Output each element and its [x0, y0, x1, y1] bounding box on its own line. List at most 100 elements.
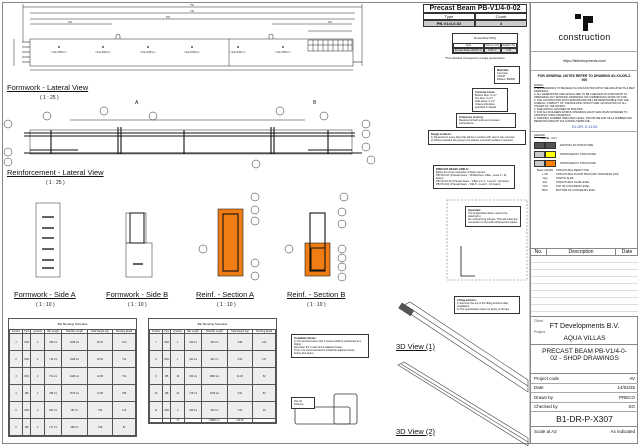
- legend-desc: BOTTOM OF CONCRETE LEVEL: [556, 189, 596, 192]
- legend-swatch-plan: [534, 142, 545, 149]
- info-label: Checked by: [534, 404, 558, 410]
- legend-header: PHONE - CUT: [540, 137, 557, 140]
- bbs-cell: 12.68: [86, 367, 114, 385]
- legend-swatch-cut: [545, 142, 556, 149]
- note-line: Rebars: B500B: [497, 78, 515, 81]
- bbs-cell: 2: [30, 367, 45, 385]
- 3d-view-2-title: 3D View (2): [396, 427, 436, 436]
- bbs-header-cell: Total Weight (kg): [86, 329, 114, 334]
- note-line: Concrete: C30/37: [497, 72, 509, 78]
- bbs-cell: 714: [112, 350, 136, 368]
- bbs-title: Bar Bending Schedule: [197, 322, 228, 326]
- dim-inner: 730: [190, 10, 195, 13]
- bbs-cell: 2: [30, 350, 45, 368]
- bbs-cell: 4: [30, 333, 45, 351]
- section-a-scale: ( 1 : 10 ): [217, 302, 236, 308]
- bbs-cell: Ø12: [161, 350, 172, 368]
- bbs-cell: 341 cm: [183, 350, 203, 368]
- general-notes-ref: FOR GENERAL NOTES REFER TO DRAWING AV-XX…: [537, 74, 632, 82]
- side-b-title: Formwork - Side B: [106, 290, 169, 299]
- note-line: Unless otherwise specified in details: [475, 103, 497, 109]
- boq-cell: Precast Beam 20x80 cm: [453, 48, 484, 53]
- beam-reinforcement: [3, 106, 376, 169]
- beam-count: 4: [475, 20, 527, 27]
- beam-formwork: [29, 38, 354, 67]
- bbs-cell: 220 cm: [183, 401, 203, 419]
- beam-type: PB-V1/4-0-02: [423, 20, 475, 27]
- note-line: level than the 2 cast of the adjacent be…: [294, 346, 343, 349]
- legend: LEGEND: PHONE - CUT EXISTING RC STRUCTUR…: [531, 131, 638, 195]
- bbs-cell: 2: [9, 350, 23, 368]
- note-title: Installation Notes:: [294, 337, 317, 340]
- note-title: Concrete Cover:: [475, 91, 496, 94]
- bbs-cell: 2: [170, 401, 185, 419]
- note-title: Important:: [468, 209, 481, 212]
- scale-label: Scale at A2: [534, 429, 557, 435]
- note-line: Side faces: 3 cm*: [475, 100, 496, 103]
- website-link[interactable]: https://ftdevelopments.com/: [531, 52, 638, 71]
- legend-symbol: BOC: [542, 189, 548, 192]
- hole-label: Hole Ø45mm: [141, 51, 156, 54]
- lifting-note: Lifting anchors:1) Remove the top of the…: [454, 296, 520, 314]
- legend-text-row: BOC BOTTOM OF CONCRETE LEVEL: [534, 189, 635, 192]
- legend-symbol: Beam (20x80): [536, 169, 554, 172]
- bbs-cell: 240 cm: [183, 333, 203, 351]
- th-type: Type: [423, 13, 475, 20]
- bbs-cell: 7.64: [86, 401, 114, 419]
- template-code: 01-DR-S-1100: [571, 124, 598, 129]
- note-line: 2) Where precasts are going to be placed…: [431, 139, 514, 142]
- bbs-cell: 488 cm: [61, 418, 88, 436]
- bbs-cell: 789 cm: [43, 384, 63, 402]
- legend-text-row: Beam (20x80)STRUCTURAL BEAM TYPE: [534, 169, 635, 172]
- bbs-cell: 11: [149, 401, 163, 419]
- note-item: 1. ALL DRAWINGS TO BE READ IN CONJUNCTIO…: [534, 87, 635, 93]
- bbs-total-cell: [183, 418, 203, 423]
- formwork-lateral-scale: ( 1 : 25 ): [40, 95, 59, 101]
- note-line: Bottom face: 3 cm*: [475, 94, 497, 97]
- info-value: AV: [629, 375, 635, 381]
- bbs-cell: 9: [149, 367, 163, 385]
- legend-label: EXISTING RC STRUCTURE: [560, 144, 594, 147]
- side-a-bars: [42, 216, 54, 269]
- legend-desc: STRUCTURAL SLAB LEVEL: [556, 181, 590, 184]
- note-line: before this beam.: [294, 352, 315, 355]
- bbs-cell: 2: [30, 384, 45, 402]
- bbs-cell: Ø16: [161, 401, 172, 419]
- installation-note: Installation Notes:1) The precast beam w…: [291, 334, 369, 358]
- logo: construction: [531, 2, 638, 52]
- note-line: PB-V1/4-0-01 (Precast beam - Villas 1 to…: [436, 180, 509, 183]
- bbs-cell: Ø8: [21, 418, 32, 436]
- bbs-cell: 1: [9, 333, 23, 351]
- bbs-cell: 341 cm: [201, 350, 228, 368]
- info-value: SO: [628, 404, 635, 410]
- bbs-cell: Ø8: [161, 367, 172, 385]
- section-b-title: Reinf. - Section B: [287, 290, 346, 299]
- hole-markers: [58, 46, 284, 48]
- bbs-cell: 40: [252, 401, 276, 419]
- 3d-view-1-drawing: [398, 301, 529, 393]
- bbs-cell: 4: [9, 384, 23, 402]
- mesh-end: [115, 33, 353, 52]
- section-mark-a: A: [135, 100, 139, 106]
- bbs-cell: 3: [9, 367, 23, 385]
- notes-title: NOTES:: [534, 84, 544, 87]
- boq-cell: 2.24: [500, 48, 517, 53]
- bbs-title: Bar Bending Schedule: [57, 322, 88, 326]
- client-name: FT Developments B.V.: [549, 323, 620, 330]
